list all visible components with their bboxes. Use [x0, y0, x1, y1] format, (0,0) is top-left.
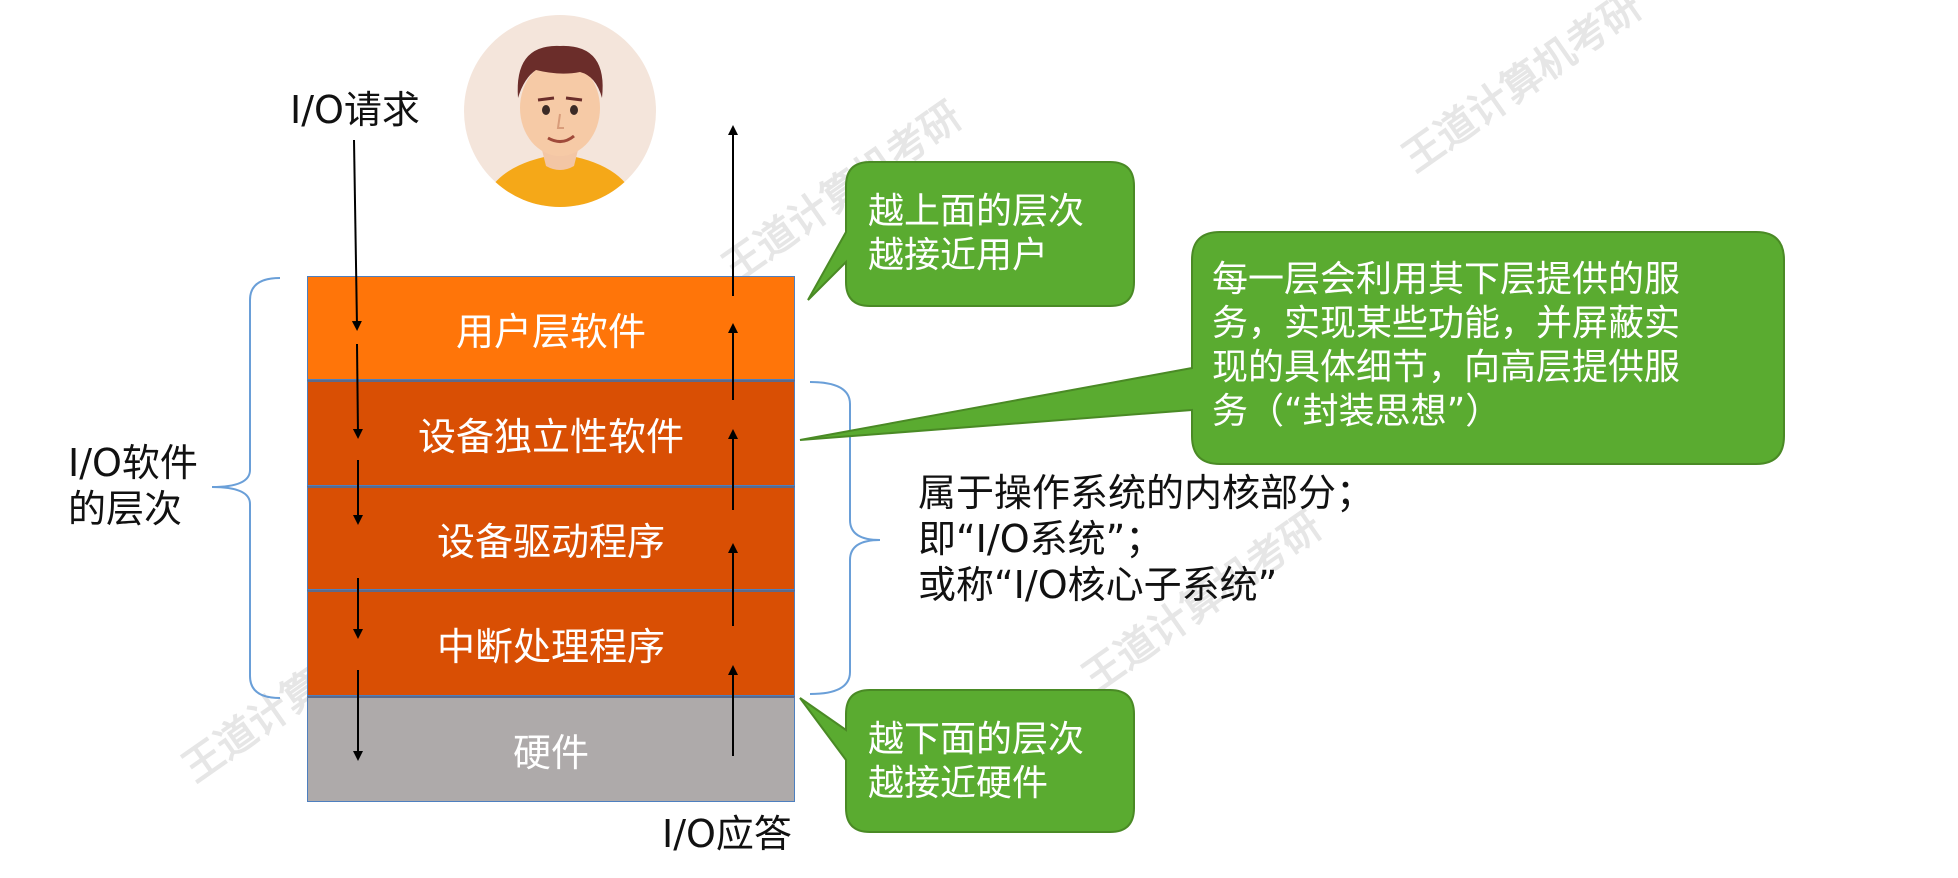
layer-hardware: 硬件 — [307, 696, 795, 802]
bubble-line: 越接近硬件 — [868, 763, 1049, 804]
io-software-label-line1: I/O软件 — [68, 441, 198, 485]
layer-label: 中断处理程序 — [436, 625, 665, 669]
bubble-line: 每一层会利用其下层提供的服 — [1212, 259, 1681, 300]
layer-interrupt-handler: 中断处理程序 — [307, 590, 795, 696]
layer-device-independent-software: 设备独立性软件 — [307, 380, 795, 486]
request-arrow — [351, 139, 362, 331]
layer-label: 设备驱动程序 — [436, 520, 665, 564]
bubble-line: 越上面的层次 — [868, 191, 1085, 232]
bubble-top-text: 越上面的层次 越接近用户 — [868, 190, 1084, 278]
bubble-line: 越接近用户 — [868, 235, 1049, 276]
bubble-line: 现的具体细节，向高层提供服 — [1212, 347, 1681, 388]
io-software-levels-label: I/O软件 的层次 — [68, 440, 198, 532]
request-arrow — [352, 343, 363, 439]
layer-label: 设备独立性软件 — [417, 415, 684, 459]
kernel-note: 属于操作系统的内核部分； 即“I/O系统”； 或称“I/O核心子系统” — [918, 470, 1374, 608]
bubble-line: 务，实现某些功能，并屏蔽实 — [1212, 303, 1681, 344]
io-response-label: I/O应答 — [662, 812, 792, 856]
io-request-label: I/O请求 — [290, 88, 420, 132]
speech-bubble-bottom — [799, 689, 1135, 833]
kernel-note-line: 或称“I/O核心子系统” — [918, 563, 1278, 607]
bubble-line: 务（“封装思想”） — [1212, 391, 1502, 432]
layer-label: 用户层软件 — [455, 309, 646, 354]
layer-label: 硬件 — [512, 731, 589, 775]
kernel-note-line: 即“I/O系统”； — [918, 517, 1164, 561]
bubble-bottom-text: 越下面的层次 越接近硬件 — [868, 718, 1084, 806]
user-avatar-icon — [462, 14, 658, 208]
kernel-note-line: 属于操作系统的内核部分； — [918, 471, 1375, 515]
speech-bubble-right — [799, 231, 1785, 465]
bubble-right-text: 每一层会利用其下层提供的服 务，实现某些功能，并屏蔽实 现的具体细节，向高层提供… — [1212, 258, 1680, 434]
speech-bubble-top — [807, 161, 1135, 307]
layer-user-software: 用户层软件 — [307, 276, 795, 380]
right-brace — [809, 381, 881, 695]
bubble-line: 越下面的层次 — [868, 719, 1085, 760]
request-arrows — [351, 139, 363, 761]
io-software-label-line2: 的层次 — [68, 487, 183, 531]
left-brace — [211, 277, 281, 699]
layer-device-driver: 设备驱动程序 — [307, 486, 795, 590]
